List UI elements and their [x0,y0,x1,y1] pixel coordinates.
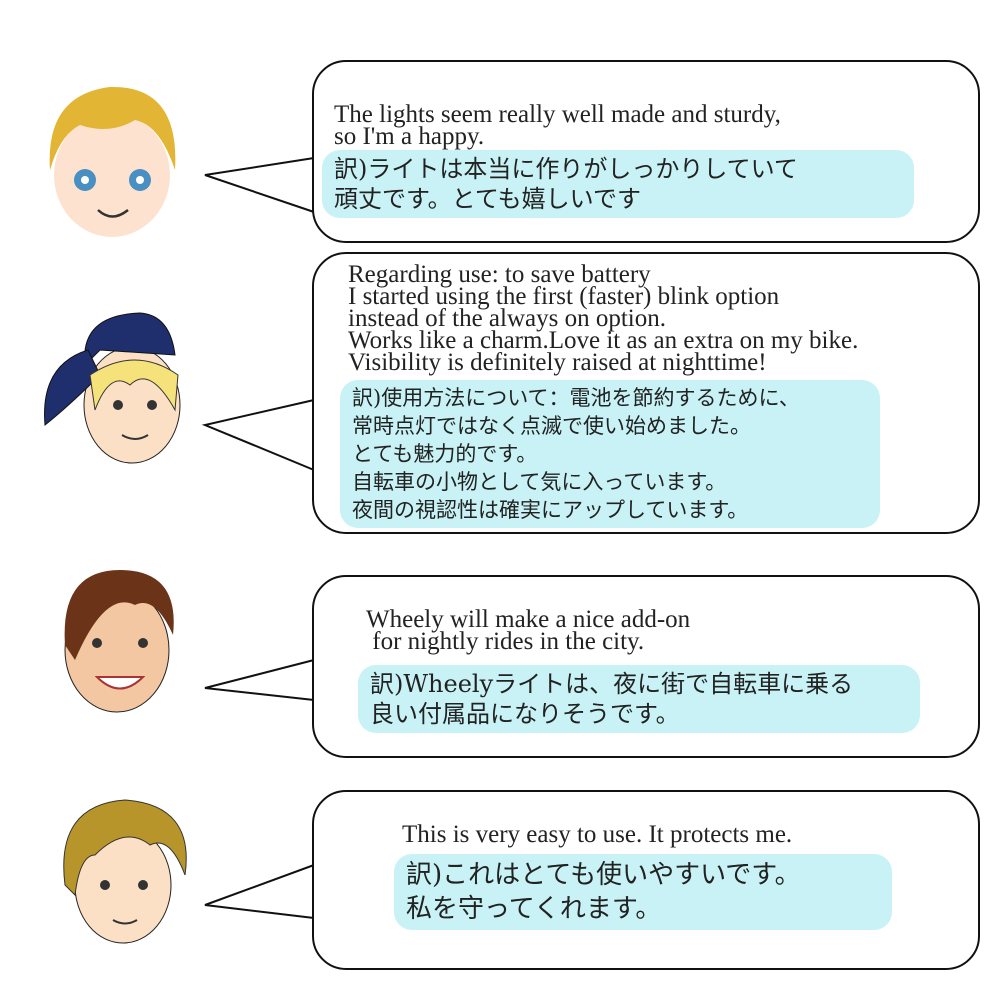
review-japanese-translation: 訳)Wheelyライトは、夜に街で自転車に乗る 良い付属品になりそうです。 [358,665,920,733]
review-english-text: The lights seem really well made and stu… [334,101,781,150]
review-japanese-translation: 訳)これはとても使いやすいです。 私を守ってくれます。 [394,854,892,930]
review-bubble-3: Wheely will make a nice add-on for night… [312,575,980,758]
review-bubble-4: This is very easy to use. It protects me… [312,790,980,970]
cap-boy-avatar [44,312,181,464]
man-avatar [64,570,174,713]
review-english-text: Regarding use: to save battery I started… [348,261,859,376]
review-english-text: This is very easy to use. It protects me… [402,821,793,848]
review-japanese-translation: 訳)使用方法について：電池を節約するために、 常時点灯ではなく点滅で使い始めまし… [340,380,880,528]
review-bubble-1: The lights seem really well made and stu… [312,60,980,243]
blond-boy-avatar [49,86,176,237]
brown-hair-boy-avatar [63,799,187,944]
review-japanese-translation: 訳)ライトは本当に作りがしっかりしていて 頑丈です。とても嬉しいです [322,150,914,218]
review-bubble-2: Regarding use: to save battery I started… [312,252,980,534]
review-english-text: Wheely will make a nice add-on for night… [366,606,691,655]
